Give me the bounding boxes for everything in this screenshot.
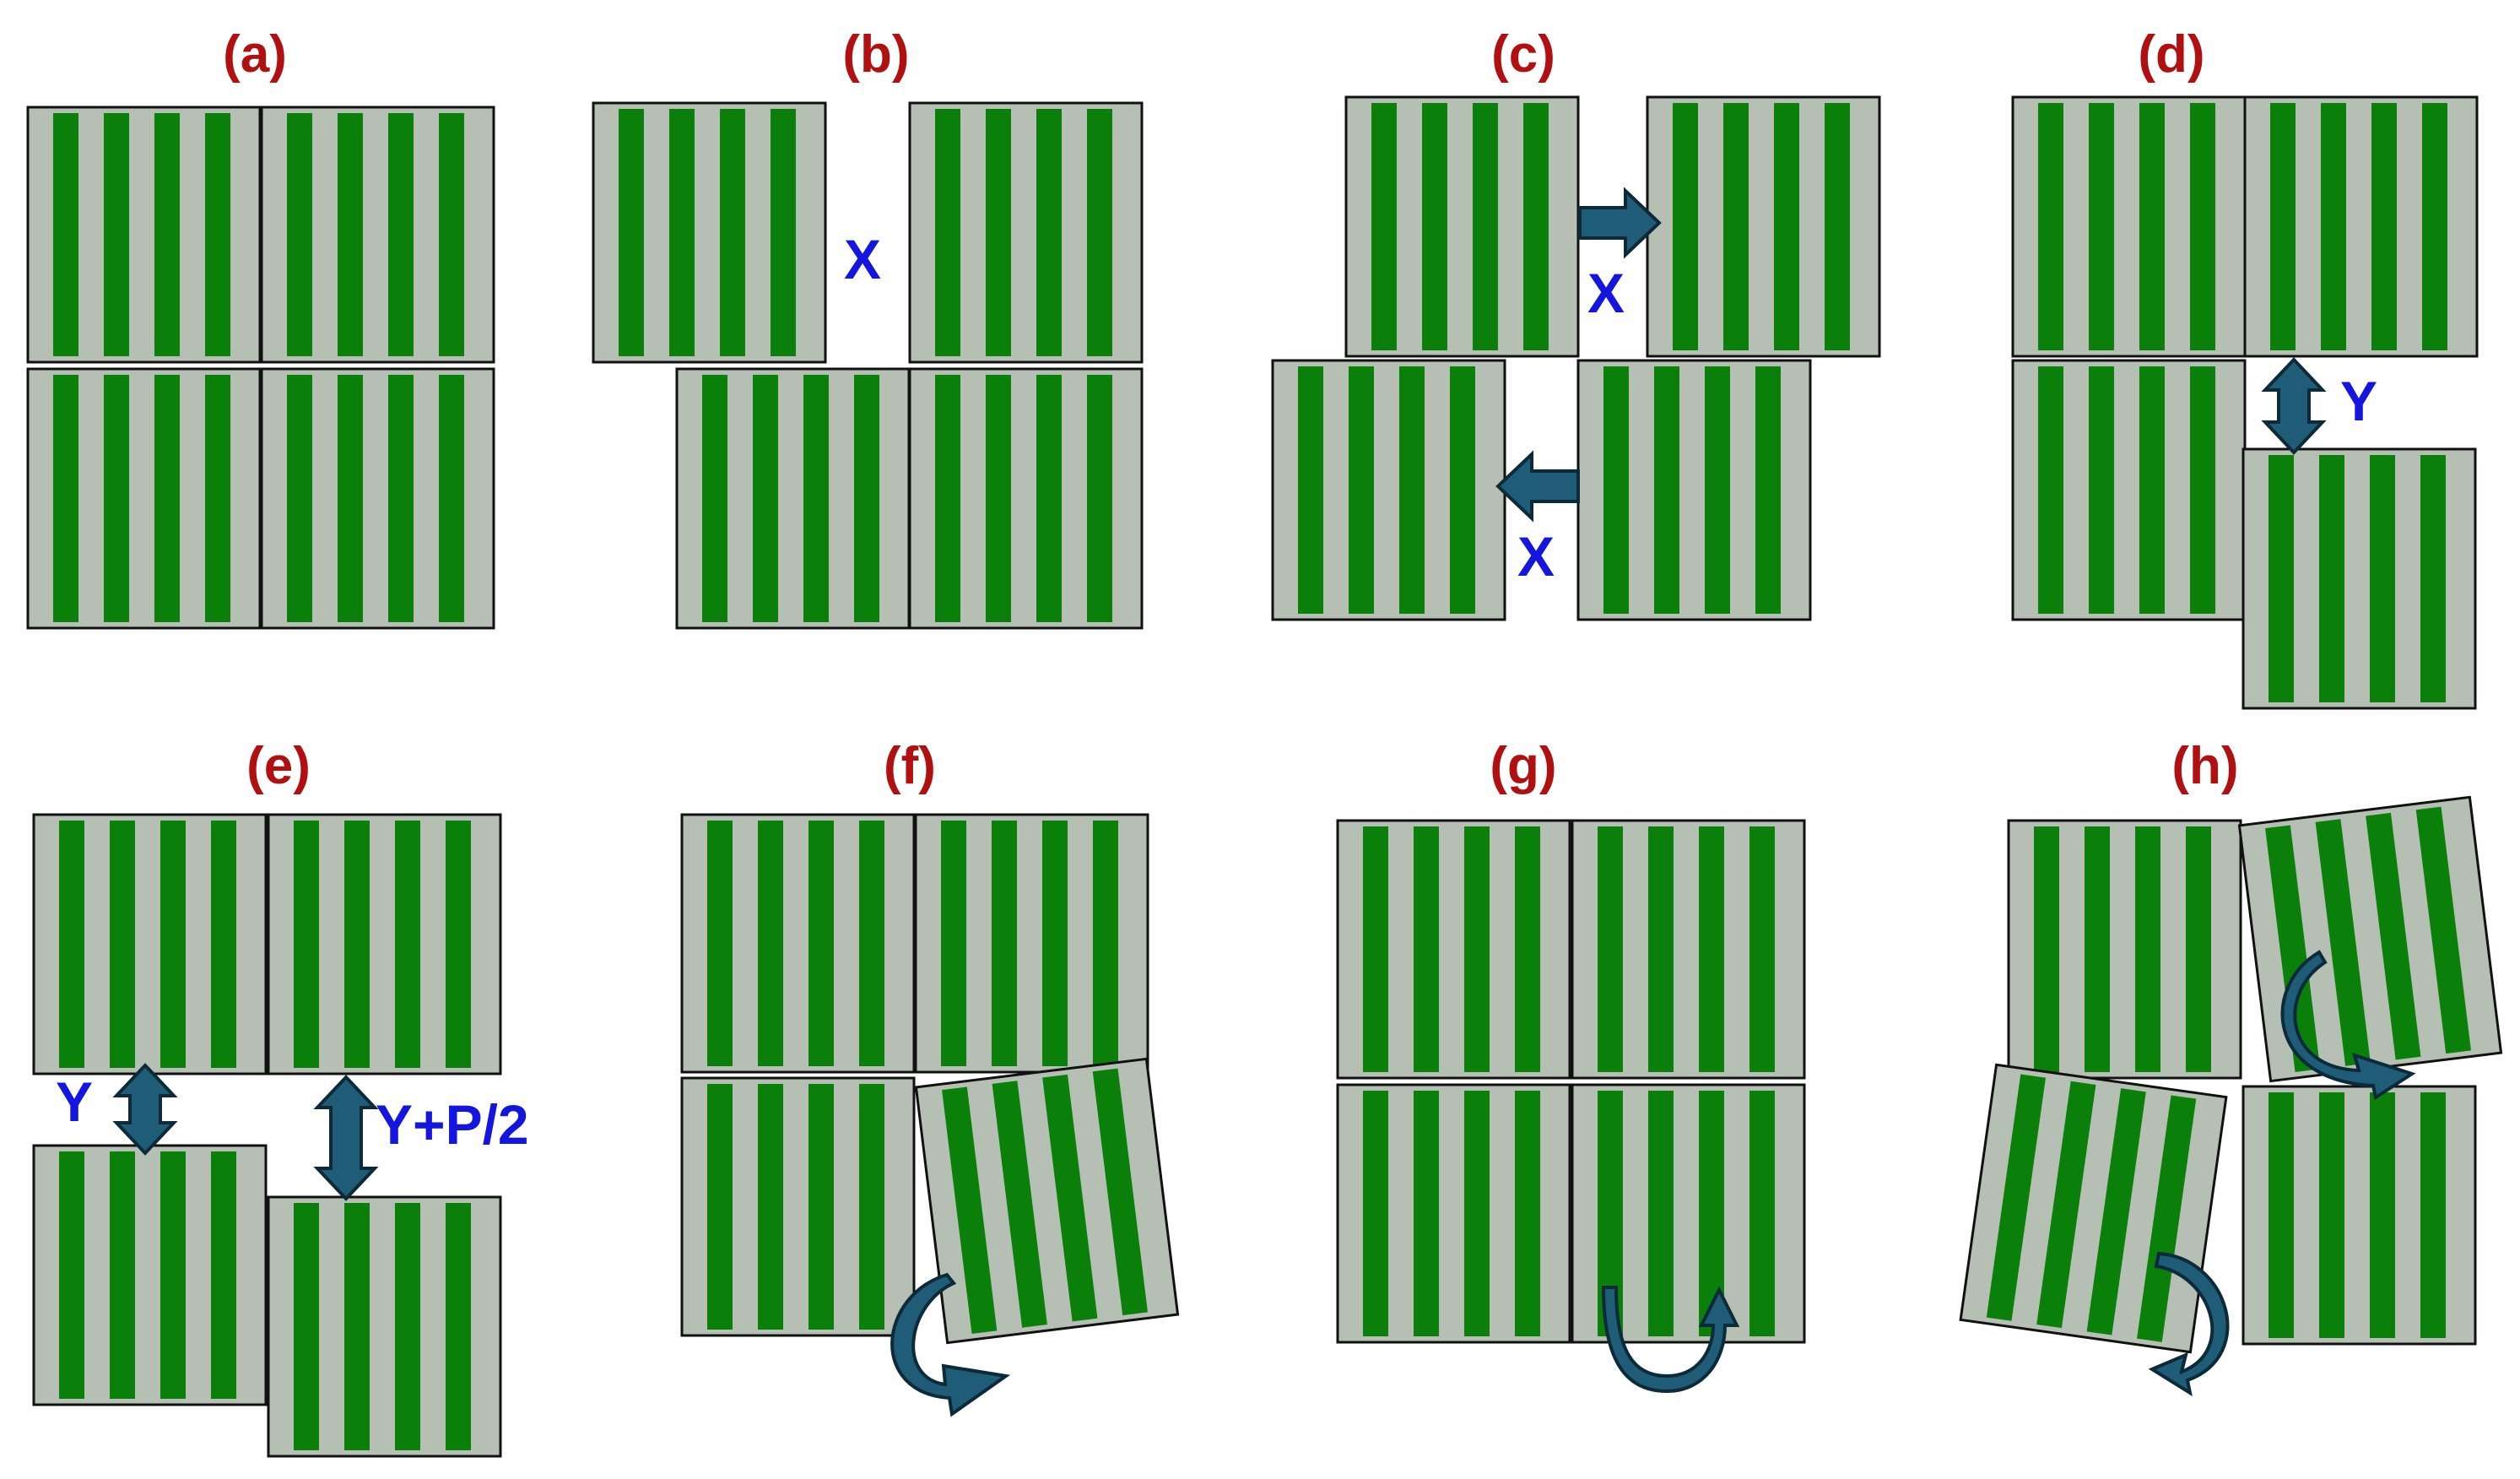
panel-g: (g) — [1336, 737, 1806, 1394]
panel-e: (e) Y Y+P/2 — [32, 737, 529, 1458]
panel-label-f: (f) — [884, 737, 936, 795]
flip-curved-arrow-icon — [1601, 1286, 1740, 1394]
grating-tile — [1271, 359, 1506, 621]
grating-tile — [26, 367, 262, 630]
grating-tile — [1344, 95, 1580, 358]
shift-right-arrow-icon — [1578, 187, 1662, 259]
shift-label-y: Y — [2340, 370, 2377, 432]
displacement-double-arrow-icon — [313, 1075, 379, 1201]
grating-tile — [267, 1195, 502, 1458]
grating-tile — [592, 101, 827, 364]
shift-label-y-plus-half-period: Y+P/2 — [376, 1093, 529, 1156]
panel-label-g: (g) — [1490, 737, 1556, 795]
grating-tile — [1959, 1063, 2228, 1354]
grating-tile — [267, 813, 502, 1075]
panel-label-d: (d) — [2138, 25, 2204, 84]
panel-f: (f) — [680, 737, 1180, 1417]
displacement-double-arrow-icon — [112, 1063, 178, 1156]
grating-tile — [260, 367, 495, 630]
grating-tile — [914, 813, 1149, 1074]
panel-label-a: (a) — [223, 25, 287, 84]
shift-label-y: Y — [56, 1070, 93, 1133]
grating-tile — [2242, 447, 2477, 710]
grating-tile — [1576, 359, 1812, 621]
grating-tile — [908, 367, 1144, 630]
grating-tile — [680, 813, 916, 1074]
panel-a: (a) — [26, 25, 495, 630]
grating-tile — [1646, 95, 1881, 358]
panel-c: (c) X X — [1271, 25, 1881, 621]
panel-label-h: (h) — [2171, 737, 2238, 795]
grating-tile — [32, 813, 268, 1075]
grating-tile — [1571, 819, 1806, 1080]
rotation-curved-arrow-icon — [2280, 950, 2416, 1101]
grating-tile — [914, 1057, 1180, 1345]
grating-tile — [1336, 819, 1571, 1080]
grating-tile — [2237, 795, 2503, 1083]
grating-tile — [2011, 359, 2247, 621]
grating-tile — [1336, 1083, 1571, 1344]
panel-label-b: (b) — [842, 25, 909, 84]
displacement-double-arrow-icon — [2261, 357, 2327, 455]
rotation-curved-arrow-icon — [890, 1272, 1011, 1417]
grating-tile — [32, 1144, 268, 1406]
grating-tile — [26, 106, 262, 364]
grating-tile — [2242, 1085, 2477, 1346]
grating-tile — [2011, 95, 2247, 358]
shift-label-x-bottom: X — [1517, 525, 1555, 588]
shift-label-x: X — [844, 228, 881, 290]
grating-tile — [2243, 95, 2479, 358]
panel-b: (b) X — [592, 25, 1144, 630]
shift-left-arrow-icon — [1495, 450, 1580, 523]
rotation-curved-arrow-icon — [2148, 1251, 2230, 1397]
grating-tile — [908, 101, 1144, 364]
grating-tile — [260, 106, 495, 364]
panel-d: (d) Y — [2011, 25, 2479, 710]
grating-tile — [1571, 1083, 1806, 1344]
panel-label-e: (e) — [246, 737, 311, 795]
grating-tile — [680, 1076, 916, 1337]
panel-label-c: (c) — [1491, 25, 1555, 84]
shift-label-x-top: X — [1587, 262, 1625, 324]
panel-h: (h) — [1959, 737, 2503, 1397]
grating-tile — [675, 367, 911, 630]
grating-tile — [2007, 819, 2242, 1080]
